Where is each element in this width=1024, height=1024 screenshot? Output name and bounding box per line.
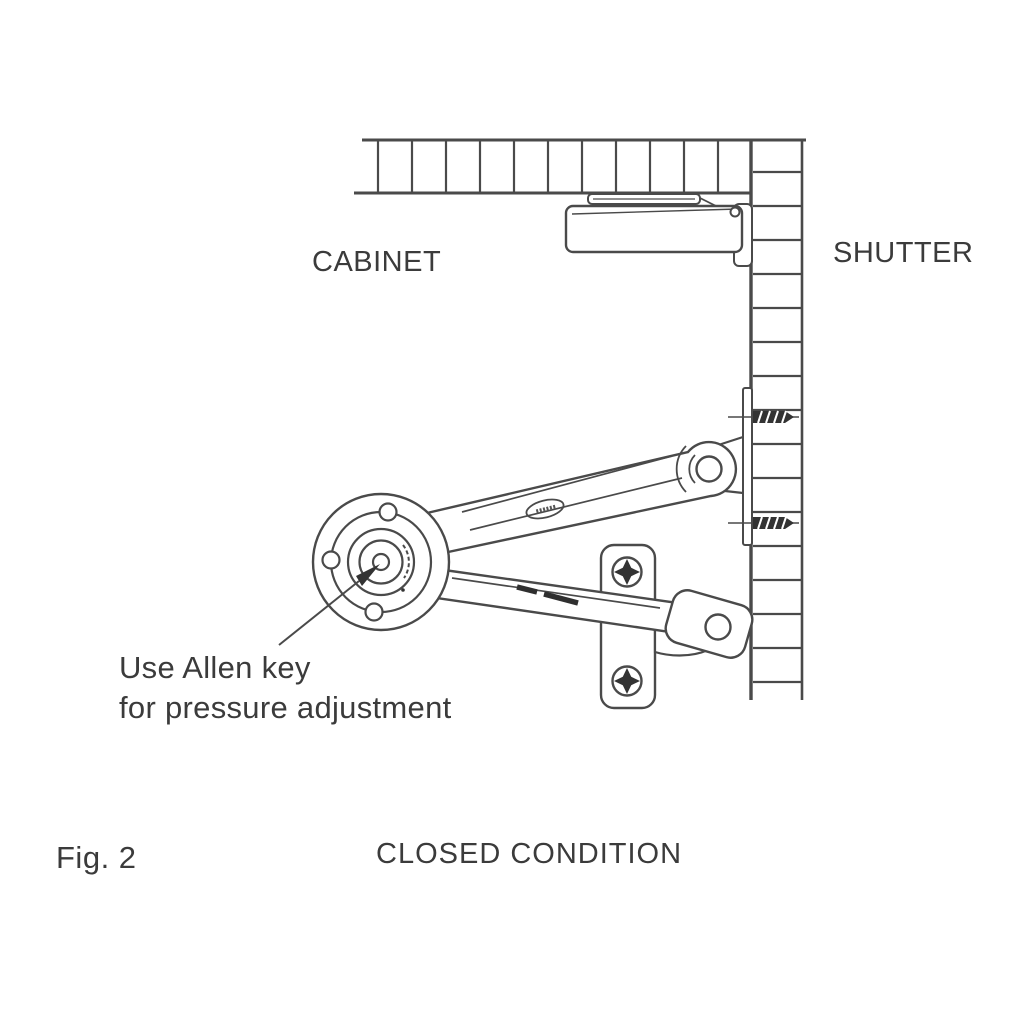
annotation-line-2: for pressure adjustment bbox=[119, 690, 452, 725]
shutter-label: SHUTTER bbox=[833, 237, 974, 269]
cabinet-panel bbox=[354, 138, 806, 195]
lower-arm bbox=[428, 567, 754, 659]
pressure-adjustment-dial bbox=[311, 492, 451, 632]
phillips-screw-top bbox=[611, 556, 643, 588]
annotation-line-1: Use Allen key bbox=[119, 650, 311, 685]
soft-close-damper bbox=[564, 193, 753, 267]
dial-notch bbox=[321, 550, 341, 570]
damper-pin bbox=[729, 206, 741, 218]
arm-marking bbox=[516, 584, 579, 606]
cabinet-label: CABINET bbox=[312, 246, 442, 278]
phillips-screw-bottom bbox=[611, 665, 643, 697]
dial-notch bbox=[378, 502, 398, 522]
allen-key-annotation: Use Allen key for pressure adjustment bbox=[119, 648, 452, 728]
brand-logo-icon bbox=[525, 498, 565, 520]
shutter-flange bbox=[742, 387, 753, 546]
leader-arrow bbox=[278, 564, 380, 646]
figure-title: CLOSED CONDITION bbox=[376, 838, 683, 870]
dial-engraving bbox=[402, 544, 410, 579]
dial-notch bbox=[364, 602, 384, 622]
damper-body bbox=[564, 204, 744, 254]
shutter-hatch-lines bbox=[753, 170, 801, 684]
allen-key-socket bbox=[371, 552, 391, 572]
upper-arm bbox=[425, 440, 738, 554]
cabinet-hatch-lines bbox=[376, 141, 720, 192]
wood-screw-top bbox=[728, 410, 799, 424]
lower-pivot bbox=[704, 613, 732, 641]
upper-pivot bbox=[695, 455, 723, 483]
wood-screw-bottom bbox=[728, 516, 799, 530]
figure-number: Fig. 2 bbox=[56, 840, 137, 875]
